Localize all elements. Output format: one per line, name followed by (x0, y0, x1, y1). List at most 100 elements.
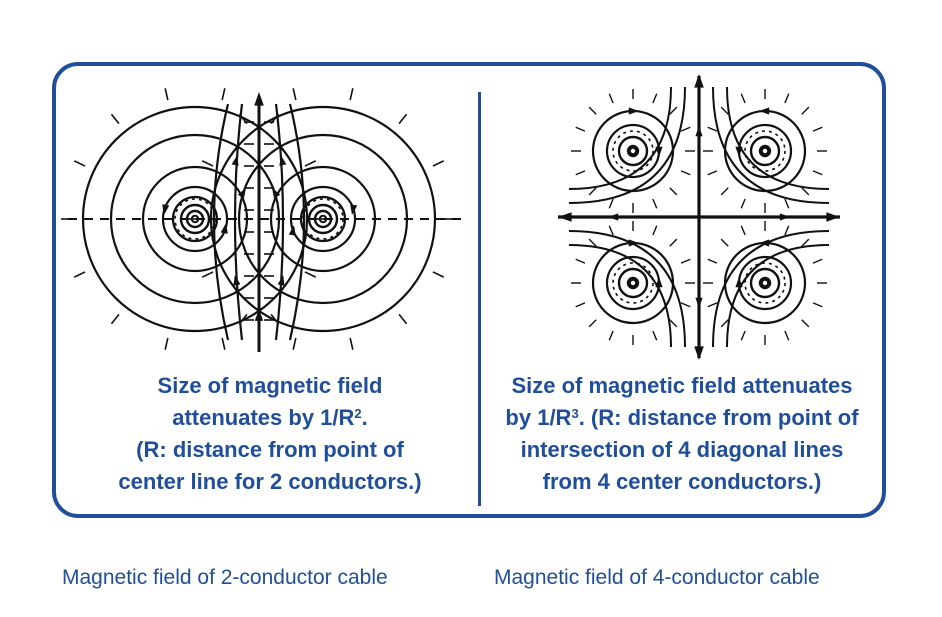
equipotential-tick (669, 319, 678, 328)
equipotential-tick (349, 337, 354, 350)
field-line (712, 86, 830, 204)
field-line (299, 195, 347, 243)
field-line (289, 185, 357, 253)
field-line (605, 123, 661, 179)
caption-right: Magnetic field of 4-conductor cable (494, 566, 820, 589)
field-line (179, 203, 211, 235)
arrowhead-icon (254, 309, 264, 321)
equipotential-tick (740, 198, 746, 209)
equipotential-tick (801, 187, 810, 196)
arrowhead-icon (655, 277, 663, 288)
conductor-core (760, 146, 770, 156)
equipotential-tick (740, 330, 746, 341)
equipotential-tick (575, 302, 586, 308)
conductor-core (628, 146, 638, 156)
equipotential-tick (707, 170, 718, 176)
description-line: attenuates by 1/R2. (172, 405, 368, 430)
equipotential-tick (680, 170, 691, 176)
field-line (233, 103, 244, 341)
field-line (161, 185, 229, 253)
caption-left: Magnetic field of 2-conductor cable (62, 566, 388, 589)
field-line (749, 267, 781, 299)
field-line (568, 230, 686, 348)
field-line (758, 144, 772, 158)
equipotential-tick (398, 113, 408, 125)
field-line (237, 133, 409, 305)
field-line (141, 165, 249, 273)
equipotential-tick (784, 93, 790, 104)
panel-divider (478, 92, 481, 506)
field-line (274, 103, 285, 341)
equipotential-tick (652, 225, 658, 236)
equipotential-tick (652, 330, 658, 341)
equipotential-tick (221, 88, 226, 101)
equipotential-tick (588, 238, 597, 247)
description-line: intersection of 4 diagonal lines (520, 437, 844, 462)
equipotential-tick (164, 337, 169, 350)
equipotential-line (302, 198, 344, 240)
arrowhead-icon (220, 223, 228, 234)
equipotential-tick (812, 302, 823, 308)
field-line (81, 105, 309, 333)
equipotential-tick (432, 160, 445, 167)
arrowhead-icon (231, 155, 239, 166)
equipotential-tick (707, 302, 718, 308)
arrowhead-icon (694, 346, 704, 360)
field-line (568, 86, 686, 204)
description-line: Size of magnetic field attenuates (511, 373, 853, 398)
equipotential-tick (652, 198, 658, 209)
equipotential-tick (740, 225, 746, 236)
content-frame (52, 62, 886, 518)
equipotential-tick (221, 337, 226, 350)
equipotential-tick (801, 319, 810, 328)
equipotential-tick (292, 337, 297, 350)
equipotential-tick (812, 126, 823, 132)
description-line: by 1/R3. (R: distance from point of (505, 405, 859, 430)
arrowhead-icon (628, 107, 639, 115)
arrowhead-icon (254, 92, 264, 106)
arrowhead-icon (162, 204, 170, 215)
arrowhead-icon (279, 155, 287, 166)
equipotential-tick (784, 330, 790, 341)
field-line (626, 276, 640, 290)
arrowhead-icon (350, 204, 358, 215)
equipotential-tick (588, 319, 597, 328)
field-line (726, 86, 830, 190)
field-line (617, 267, 649, 299)
equipotential-tick (110, 113, 120, 125)
field-line (737, 255, 793, 311)
field-line (212, 103, 230, 341)
equipotential-tick (201, 160, 214, 167)
equipotential-tick (812, 170, 823, 176)
arrowhead-icon (735, 277, 743, 288)
equipotential-tick (720, 319, 729, 328)
field-line (617, 135, 649, 167)
field-line (171, 195, 219, 243)
equipotential-tick (608, 93, 614, 104)
arrowhead-icon (233, 275, 241, 286)
description-line: from 4 center conductors.) (542, 469, 822, 494)
equipotential-line (744, 130, 786, 172)
arrowhead-icon (608, 213, 619, 221)
arrowhead-icon (826, 212, 840, 222)
field-line (758, 276, 772, 290)
arrowhead-icon (628, 239, 639, 247)
equipotential-line (612, 262, 654, 304)
equipotential-tick (304, 160, 317, 167)
description-right: Size of magnetic field attenuates by 1/R… (482, 370, 882, 498)
equipotential-tick (680, 126, 691, 132)
equipotential-tick (784, 225, 790, 236)
description-line: (R: distance from point of (136, 437, 404, 462)
equipotential-tick (707, 126, 718, 132)
arrowhead-icon (288, 225, 296, 236)
description-line: center line for 2 conductors.) (118, 469, 422, 494)
equipotential-tick (304, 271, 317, 278)
equipotential-tick (575, 258, 586, 264)
conductor-core (760, 278, 770, 288)
description-left: Size of magnetic field attenuates by 1/R… (70, 370, 470, 498)
equipotential-tick (608, 198, 614, 209)
field-line (307, 203, 339, 235)
equipotential-tick (201, 271, 214, 278)
four-conductor-field-diagram-icon (554, 72, 844, 362)
field-line (288, 103, 306, 341)
